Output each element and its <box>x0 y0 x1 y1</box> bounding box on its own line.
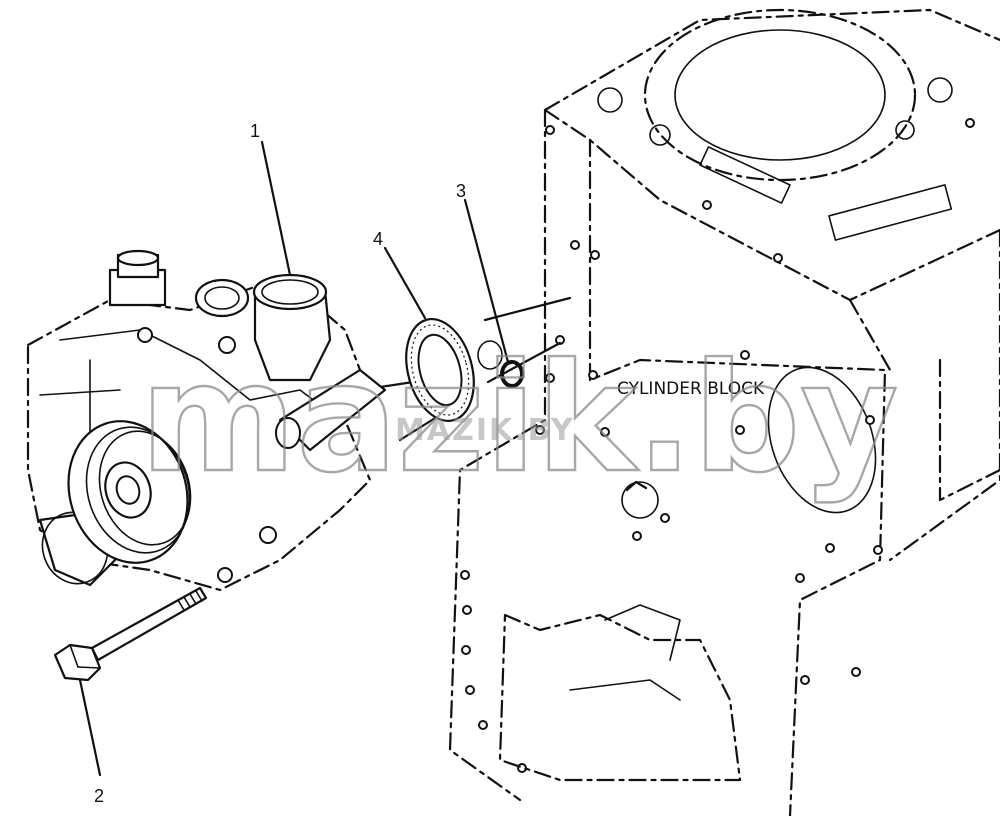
block-side-face <box>848 228 1000 562</box>
block-lower-detail <box>569 604 681 701</box>
leader-lines <box>78 140 510 777</box>
o-ring-part-3 <box>477 340 524 388</box>
bolt-shank <box>90 586 208 662</box>
camshaft-mark <box>625 480 648 492</box>
pump-side-boss <box>278 368 387 452</box>
callout-4: 4 <box>373 229 383 249</box>
pump-lug-hole <box>218 336 236 354</box>
pump-top-nut-face <box>116 249 160 267</box>
leader-4 <box>383 246 427 320</box>
deck-slot <box>699 146 791 204</box>
bolt-thread <box>177 590 203 611</box>
camshaft-bore <box>621 481 659 519</box>
deck-hole <box>927 77 953 103</box>
leader-3 <box>463 198 510 364</box>
block-front-face <box>448 108 887 816</box>
callout-2: 2 <box>94 786 104 806</box>
block-bolt-holes <box>460 118 975 773</box>
pump-lug-hole <box>259 526 277 544</box>
cylinder-bore <box>674 29 886 161</box>
watermark-secondary: MAZIK.BY <box>395 413 575 448</box>
block-top-deck <box>543 8 1000 302</box>
cylinder-block <box>448 8 1000 816</box>
water-pump-part-1 <box>26 249 387 592</box>
deck-hole <box>895 120 915 140</box>
block-lower-cover <box>498 613 742 782</box>
callout-3: 3 <box>456 181 466 201</box>
pump-pulley-rim <box>85 426 191 554</box>
deck-hole <box>649 124 671 146</box>
bolt-part-2 <box>53 586 208 682</box>
deck-hole <box>597 87 623 113</box>
deck-slot <box>828 184 953 241</box>
leader-2 <box>78 678 102 777</box>
callout-1: 1 <box>250 121 260 141</box>
cylinder-bore-outer <box>643 8 917 182</box>
pump-pulley-bore <box>115 475 141 505</box>
pump-outlet-port-small <box>194 278 250 318</box>
watermark-main: mazik.by <box>140 332 898 506</box>
cylinder-block-label: CYLINDER BLOCK <box>617 379 765 399</box>
pump-lug-hole <box>137 327 153 343</box>
leader-1 <box>260 140 292 277</box>
pump-lug-hole <box>217 567 233 583</box>
bolt-head <box>53 643 102 682</box>
gasket-part-4 <box>405 317 475 423</box>
pump-pulley-groove <box>98 430 192 546</box>
